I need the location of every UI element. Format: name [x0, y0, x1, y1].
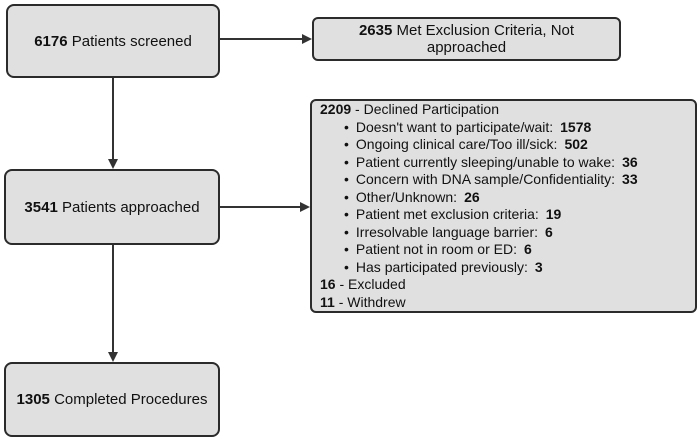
- bullet-icon: [344, 136, 356, 152]
- box-declined-participation: 2209 - Declined Participation Doesn't wa…: [310, 99, 697, 313]
- arrowhead-right-icon: [302, 34, 312, 44]
- arrow-line: [220, 38, 302, 40]
- completed-label: Completed Procedures: [54, 391, 208, 408]
- reason-label: Irresolvable language barrier:: [355, 223, 539, 240]
- reason-item: Has participated previously: 3: [320, 259, 687, 277]
- reason-value: 6: [545, 223, 553, 240]
- arrowhead-down-icon: [108, 159, 118, 169]
- reason-value: 1578: [560, 118, 592, 135]
- box-met-exclusion-criteria: 2635 Met Exclusion Criteria, Not approac…: [312, 17, 621, 61]
- arrow-line: [112, 245, 114, 353]
- bullet-icon: [344, 224, 356, 240]
- reason-label: Patient not in room or ED:: [355, 241, 517, 257]
- excluded-label: Met Exclusion Criteria, Not approached: [396, 22, 575, 56]
- reason-value: 6: [523, 241, 532, 257]
- screened-count: 6176: [34, 32, 68, 50]
- box-patients-approached: 3541 Patients approached: [4, 169, 220, 245]
- arrow-line: [220, 206, 300, 208]
- reason-item: Irresolvable language barrier: 6: [320, 224, 687, 242]
- approached-count: 3541: [24, 198, 58, 216]
- reason-label: Doesn't want to participate/wait:: [355, 118, 554, 135]
- reason-item: Patient currently sleeping/unable to wak…: [320, 154, 687, 172]
- declined-count: 2209: [320, 101, 352, 117]
- withdrew-note-count: 11: [320, 293, 335, 310]
- box-completed-procedures-text: 1305 Completed Procedures: [17, 391, 208, 408]
- reason-value: 36: [622, 153, 638, 170]
- bullet-icon: [344, 206, 356, 222]
- withdrew-note: 11 - Withdrew: [320, 294, 687, 312]
- declined-header: 2209 - Declined Participation: [320, 101, 687, 119]
- excluded-note-label: - Excluded: [339, 276, 406, 292]
- screened-label: Patients screened: [71, 32, 192, 50]
- reason-item: Patient not in room or ED: 6: [320, 241, 687, 259]
- box-patients-approached-text: 3541 Patients approached: [24, 199, 199, 216]
- bullet-icon: [344, 241, 356, 257]
- reason-item: Ongoing clinical care/Too ill/sick: 502: [320, 136, 687, 154]
- reason-item: Doesn't want to participate/wait: 1578: [320, 119, 687, 137]
- reason-label: Concern with DNA sample/Confidentiality:: [355, 171, 616, 187]
- reason-item: Other/Unknown: 26: [320, 189, 687, 207]
- reason-label: Patient currently sleeping/unable to wak…: [355, 153, 616, 170]
- excluded-note-count: 16: [320, 276, 336, 292]
- reason-value: 26: [464, 188, 480, 205]
- withdrew-note-label: - Withdrew: [338, 293, 406, 310]
- reason-item: Patient met exclusion criteria: 19: [320, 206, 687, 224]
- reason-item: Concern with DNA sample/Confidentiality:…: [320, 171, 687, 189]
- bullet-icon: [344, 119, 356, 135]
- bullet-icon: [344, 189, 356, 205]
- arrowhead-right-icon: [300, 202, 310, 212]
- reason-label: Ongoing clinical care/Too ill/sick:: [355, 136, 558, 152]
- box-completed-procedures: 1305 Completed Procedures: [4, 362, 220, 437]
- reason-label: Other/Unknown:: [355, 188, 458, 205]
- reason-label: Has participated previously:: [355, 258, 528, 275]
- completed-count: 1305: [16, 391, 50, 408]
- excluded-note: 16 - Excluded: [320, 276, 687, 294]
- excluded-count: 2635: [358, 22, 393, 39]
- bullet-icon: [344, 154, 356, 170]
- box-met-exclusion-criteria-text: 2635 Met Exclusion Criteria, Not approac…: [324, 22, 609, 56]
- box-patients-screened-text: 6176 Patients screened: [34, 33, 192, 50]
- reason-value: 19: [545, 206, 562, 222]
- bullet-icon: [344, 171, 356, 187]
- reason-value: 33: [622, 171, 638, 187]
- bullet-icon: [344, 259, 356, 275]
- reason-value: 502: [564, 136, 588, 152]
- declined-label: - Declined Participation: [355, 101, 500, 117]
- box-patients-screened: 6176 Patients screened: [6, 4, 220, 78]
- reason-value: 3: [534, 258, 543, 275]
- approached-label: Patients approached: [61, 198, 200, 216]
- arrowhead-down-icon: [108, 352, 118, 362]
- arrow-line: [112, 78, 114, 160]
- reason-label: Patient met exclusion criteria:: [355, 206, 539, 222]
